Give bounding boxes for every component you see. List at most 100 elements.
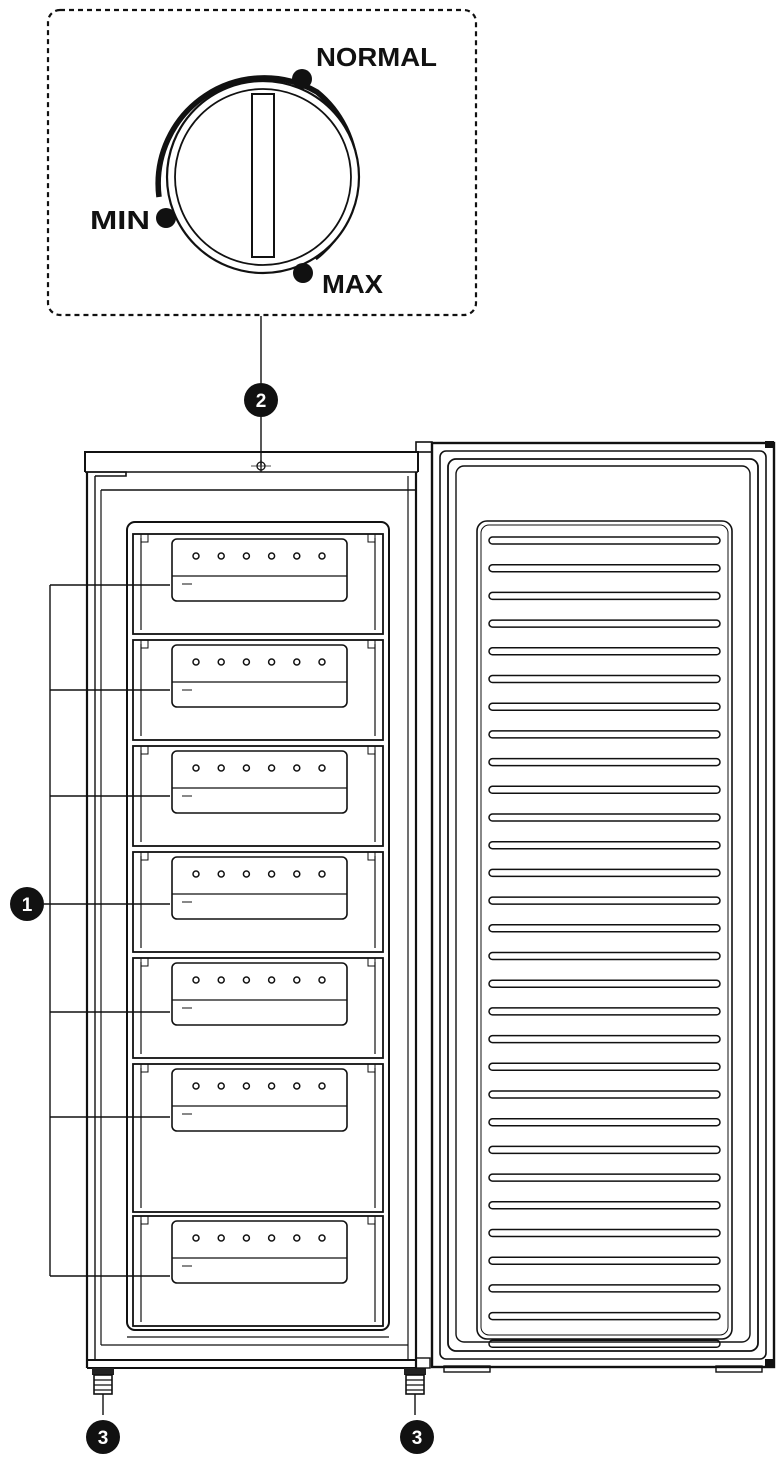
callout-1: 1 (10, 887, 44, 921)
door-rib (488, 785, 721, 795)
drawer-vent-dot (192, 1234, 200, 1242)
drawer-vent-dot (318, 1234, 326, 1242)
drawer-vent-dot (267, 1234, 276, 1242)
callout-2-number: 2 (256, 391, 267, 412)
drawers-group (132, 533, 384, 1327)
callout-1-badge (10, 887, 44, 921)
door-rib (488, 702, 721, 711)
door-rib (488, 619, 721, 628)
door-outer (430, 441, 776, 1369)
drawer-vent-dot (242, 552, 251, 560)
drawer-vent-dot (217, 1234, 225, 1242)
drawer[interactable] (132, 1215, 384, 1327)
drawer[interactable] (132, 1063, 384, 1213)
drawer-vent-dot (242, 1234, 251, 1242)
door-rib (488, 674, 721, 684)
door-rib (488, 1256, 721, 1265)
drawer[interactable] (132, 639, 384, 741)
drawer-vent-dot (318, 870, 326, 878)
door-rib (488, 1201, 721, 1210)
door-rib (488, 1034, 721, 1044)
door-rib (488, 1090, 721, 1099)
drawer-vent-dot (267, 870, 276, 878)
door-rib (488, 924, 721, 933)
callout-3-right-badge (400, 1420, 434, 1454)
door-rib (488, 813, 721, 822)
callout-1-number: 1 (22, 895, 33, 916)
door-rib (488, 840, 721, 850)
door-hinge-bottom (415, 1357, 431, 1369)
drawer-compartment (126, 521, 390, 1331)
drawer-vent-dot (293, 976, 301, 984)
drawer-vent-dot (192, 764, 200, 772)
min-dot (156, 208, 176, 228)
foot-left[interactable] (92, 1368, 114, 1395)
door-rib (488, 757, 721, 767)
drawer[interactable] (132, 851, 384, 953)
door-inner-frame (439, 450, 767, 1360)
normal-label: NORMAL (316, 42, 437, 72)
door-rib (488, 730, 721, 739)
foot-right[interactable] (404, 1368, 426, 1395)
door-rib (488, 1284, 721, 1293)
callout-2: 2 (244, 383, 278, 417)
drawer-vent-dot (318, 764, 326, 772)
drawer-vent-dot (242, 870, 251, 878)
door-rib (488, 1145, 721, 1155)
drawer-vent-dot (293, 658, 301, 666)
drawer-vent-dot (267, 764, 276, 772)
door-rib (488, 951, 721, 961)
door-rib (488, 536, 721, 545)
drawer-vent-dot (217, 764, 225, 772)
drawer-vent-dot (293, 1234, 301, 1242)
drawer-vent-dot (192, 552, 200, 560)
drawer-vent-dot (267, 1082, 276, 1090)
drawer-vent-dot (217, 552, 225, 560)
drawer-vent-dot (217, 976, 225, 984)
dial-knob-inner-ring (174, 88, 352, 266)
door-hinge-top (415, 441, 433, 453)
drawer-vent-dot (318, 658, 326, 666)
door-rib (488, 563, 721, 573)
drawer-vent-dot (293, 870, 301, 878)
drawer-vent-dot (242, 976, 251, 984)
door-rib (488, 1173, 721, 1182)
drawer-vent-dot (192, 1082, 200, 1090)
drawer[interactable] (132, 957, 384, 1059)
drawer-vent-dot (318, 976, 326, 984)
drawer-vent-dot (293, 1082, 301, 1090)
freezer-door[interactable] (415, 441, 776, 1373)
callout-3-right-number: 3 (412, 1428, 423, 1449)
door-rib (488, 591, 721, 601)
drawer-vent-dot (217, 658, 225, 666)
door-panel (476, 520, 733, 1340)
detail-dashed-frame (46, 8, 478, 317)
drawer-vent-dot (267, 976, 276, 984)
door-rib (488, 1007, 721, 1016)
drawer-vent-dot (192, 658, 200, 666)
drawer-vent-dot (192, 976, 200, 984)
door-rib (488, 868, 721, 878)
callout-3-right: 3 (400, 1420, 434, 1454)
drawer[interactable] (132, 745, 384, 847)
door-rib (488, 979, 721, 988)
max-label: MAX (322, 269, 384, 299)
drawer-vent-dot (217, 870, 225, 878)
drawer-vent-dot (318, 552, 326, 560)
door-rib (488, 1062, 721, 1072)
callout-1-bracket (44, 584, 170, 1277)
freezer-cabinet (84, 451, 426, 1395)
drawer-vent-dot (267, 658, 276, 666)
door-rib (488, 647, 721, 656)
drawer-vent-dot (217, 1082, 225, 1090)
door-rib (488, 1311, 721, 1321)
max-dot (293, 263, 313, 283)
drawer[interactable] (132, 533, 384, 635)
drawer-vent-dot (318, 1082, 326, 1090)
callout-3-left-number: 3 (98, 1428, 109, 1449)
callout-3-left: 3 (86, 1420, 120, 1454)
drawer-vent-dot (242, 658, 251, 666)
drawer-vent-dot (242, 764, 251, 772)
drawer-vent-dot (267, 552, 276, 560)
